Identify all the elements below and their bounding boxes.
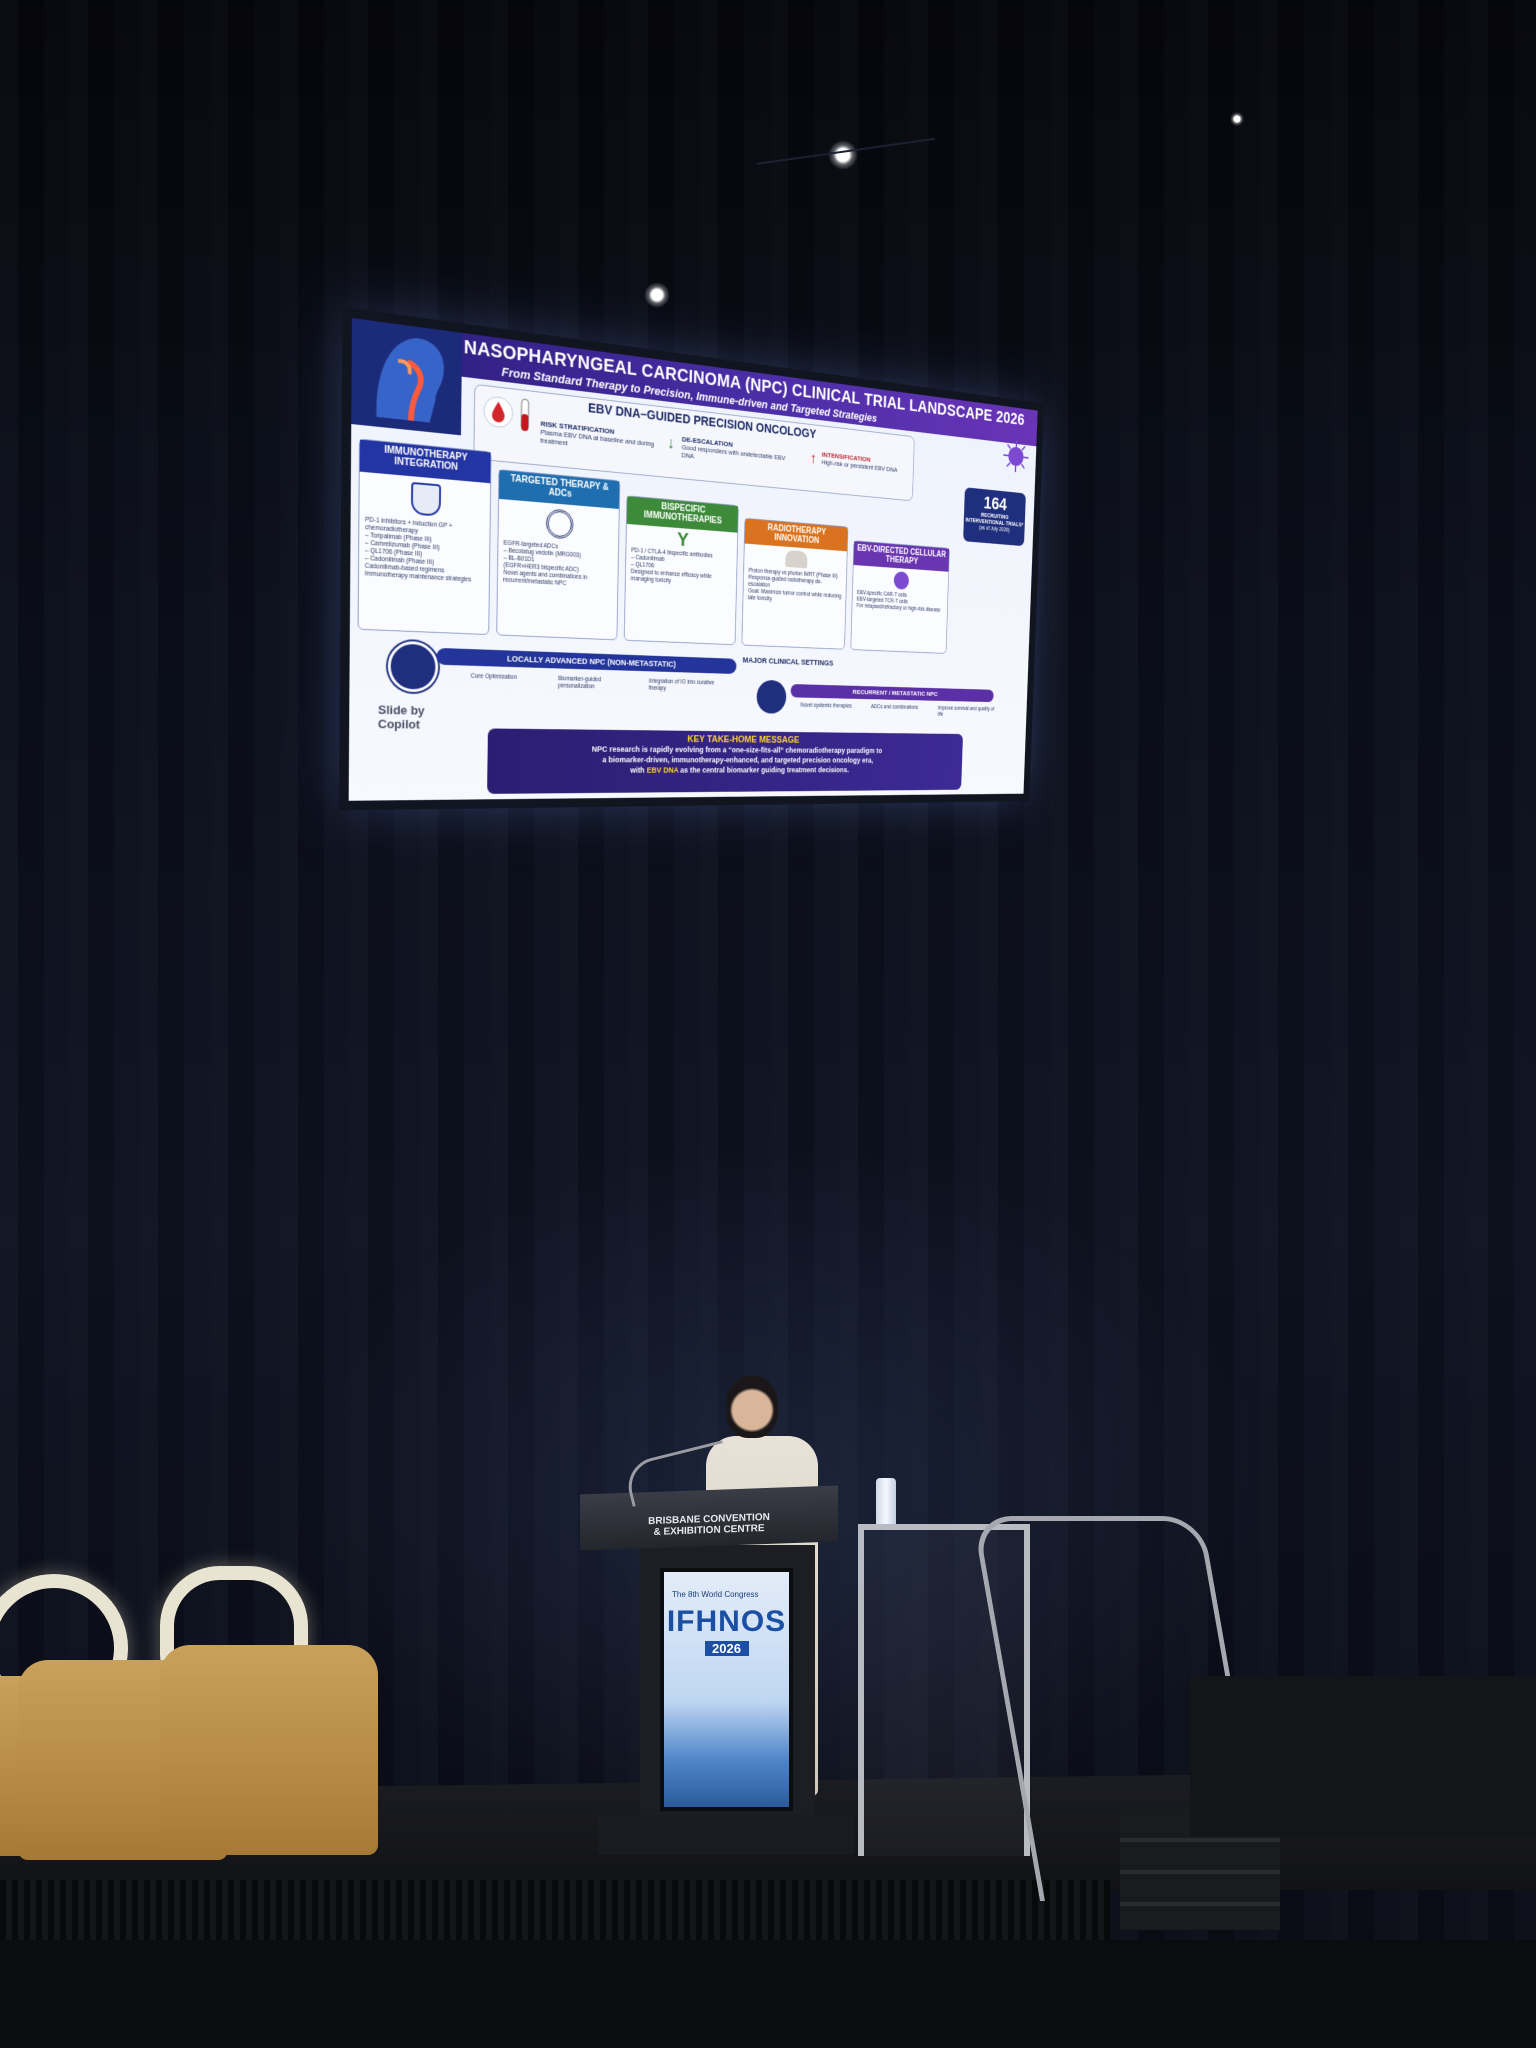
water-bottle	[876, 1478, 896, 1526]
podium-display-year: 2026	[705, 1641, 749, 1656]
speaker-head	[726, 1376, 778, 1438]
podium-display: The 8th World Congress IFHNOS 2026	[660, 1568, 793, 1811]
stage-monitor	[1190, 1676, 1536, 1836]
floor	[0, 1940, 1536, 2048]
podium-base	[598, 1815, 854, 1855]
podium-top: BRISBANE CONVENTION & EXHIBITION CENTRE	[580, 1485, 838, 1550]
armchair	[160, 1645, 378, 1855]
podium-display-title: IFHNOS	[664, 1605, 789, 1639]
podium-display-subtitle: The 8th World Congress	[672, 1590, 789, 1599]
stage-skirt	[0, 1880, 1110, 1940]
ceiling-spotlight	[644, 282, 670, 308]
ceiling-spotlight	[1230, 112, 1244, 126]
